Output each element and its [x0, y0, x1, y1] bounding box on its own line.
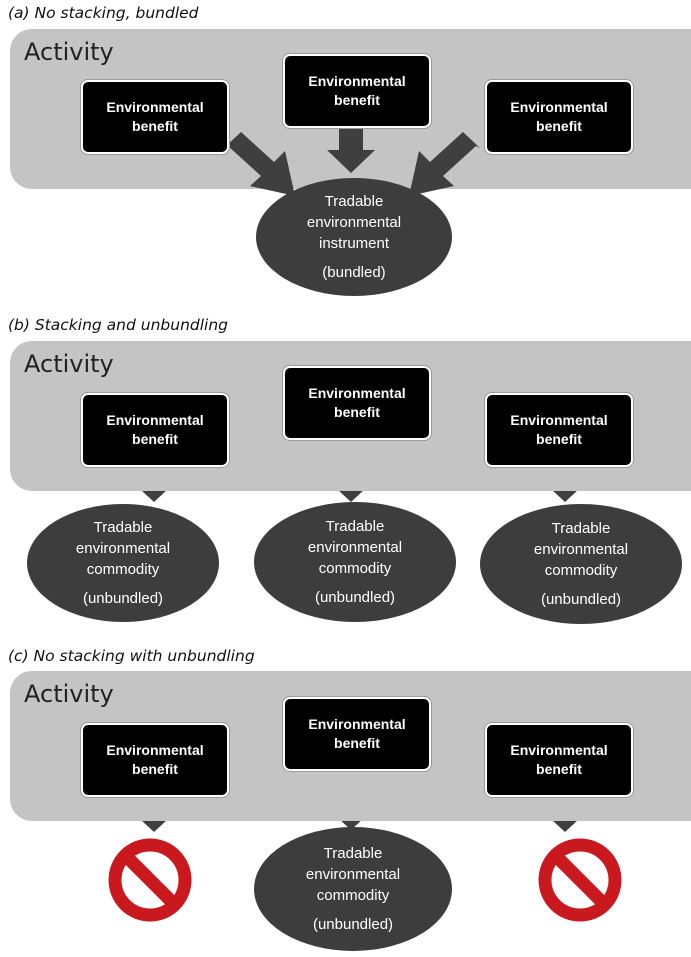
panel-b-commodity-name-left: Tradable environmental commodity [75, 519, 171, 578]
no-entry-icon [108, 838, 192, 922]
panel-a-instrument-oval: Tradable environmental instrument (bundl… [256, 178, 452, 296]
panel-c-benefit-box-right: Environmental benefit [485, 723, 633, 797]
panel-b-commodity-name-right: Tradable environmental commodity [533, 520, 629, 579]
panel-c-title: (c) No stacking with unbundling [8, 647, 255, 665]
panel-c-activity-label: Activity [24, 680, 114, 708]
panel-a-title: (a) No stacking, bundled [8, 4, 199, 22]
panel-b-commodity-tag-middle: (unbundled) [314, 589, 396, 606]
panel-c-commodity-name: Tradable environmental commodity [305, 845, 401, 904]
panel-b-commodity-tag-left: (unbundled) [82, 590, 164, 607]
panel-b-commodity-oval-left: Tradable environmental commodity (unbund… [27, 504, 219, 622]
panel-c-benefit-box-middle: Environmental benefit [283, 697, 431, 771]
panel-a-instrument-name: Tradable environmental instrument [306, 193, 402, 252]
panel-a-activity-label: Activity [24, 38, 114, 66]
panel-c-commodity-oval: Tradable environmental commodity (unbund… [254, 827, 452, 951]
panel-b-commodity-name-middle: Tradable environmental commodity [307, 518, 403, 577]
panel-c-commodity-tag: (unbundled) [312, 916, 394, 933]
panel-a-benefit-box-left: Environmental benefit [81, 80, 229, 154]
panel-b-benefit-box-left: Environmental benefit [81, 393, 229, 467]
no-entry-icon [538, 838, 622, 922]
panel-b-title: (b) Stacking and unbundling [8, 316, 229, 334]
panel-b-activity-label: Activity [24, 350, 114, 378]
panel-b-commodity-tag-right: (unbundled) [540, 591, 622, 608]
panel-c-benefit-box-left: Environmental benefit [81, 723, 229, 797]
panel-a-benefit-box-middle: Environmental benefit [283, 54, 431, 128]
panel-b-commodity-oval-middle: Tradable environmental commodity (unbund… [254, 502, 456, 622]
panel-a-instrument-tag: (bundled) [322, 264, 386, 281]
panel-b-benefit-box-right: Environmental benefit [485, 393, 633, 467]
panel-b-commodity-oval-right: Tradable environmental commodity (unbund… [480, 504, 682, 624]
panel-b-benefit-box-middle: Environmental benefit [283, 366, 431, 440]
panel-a-benefit-box-right: Environmental benefit [485, 80, 633, 154]
